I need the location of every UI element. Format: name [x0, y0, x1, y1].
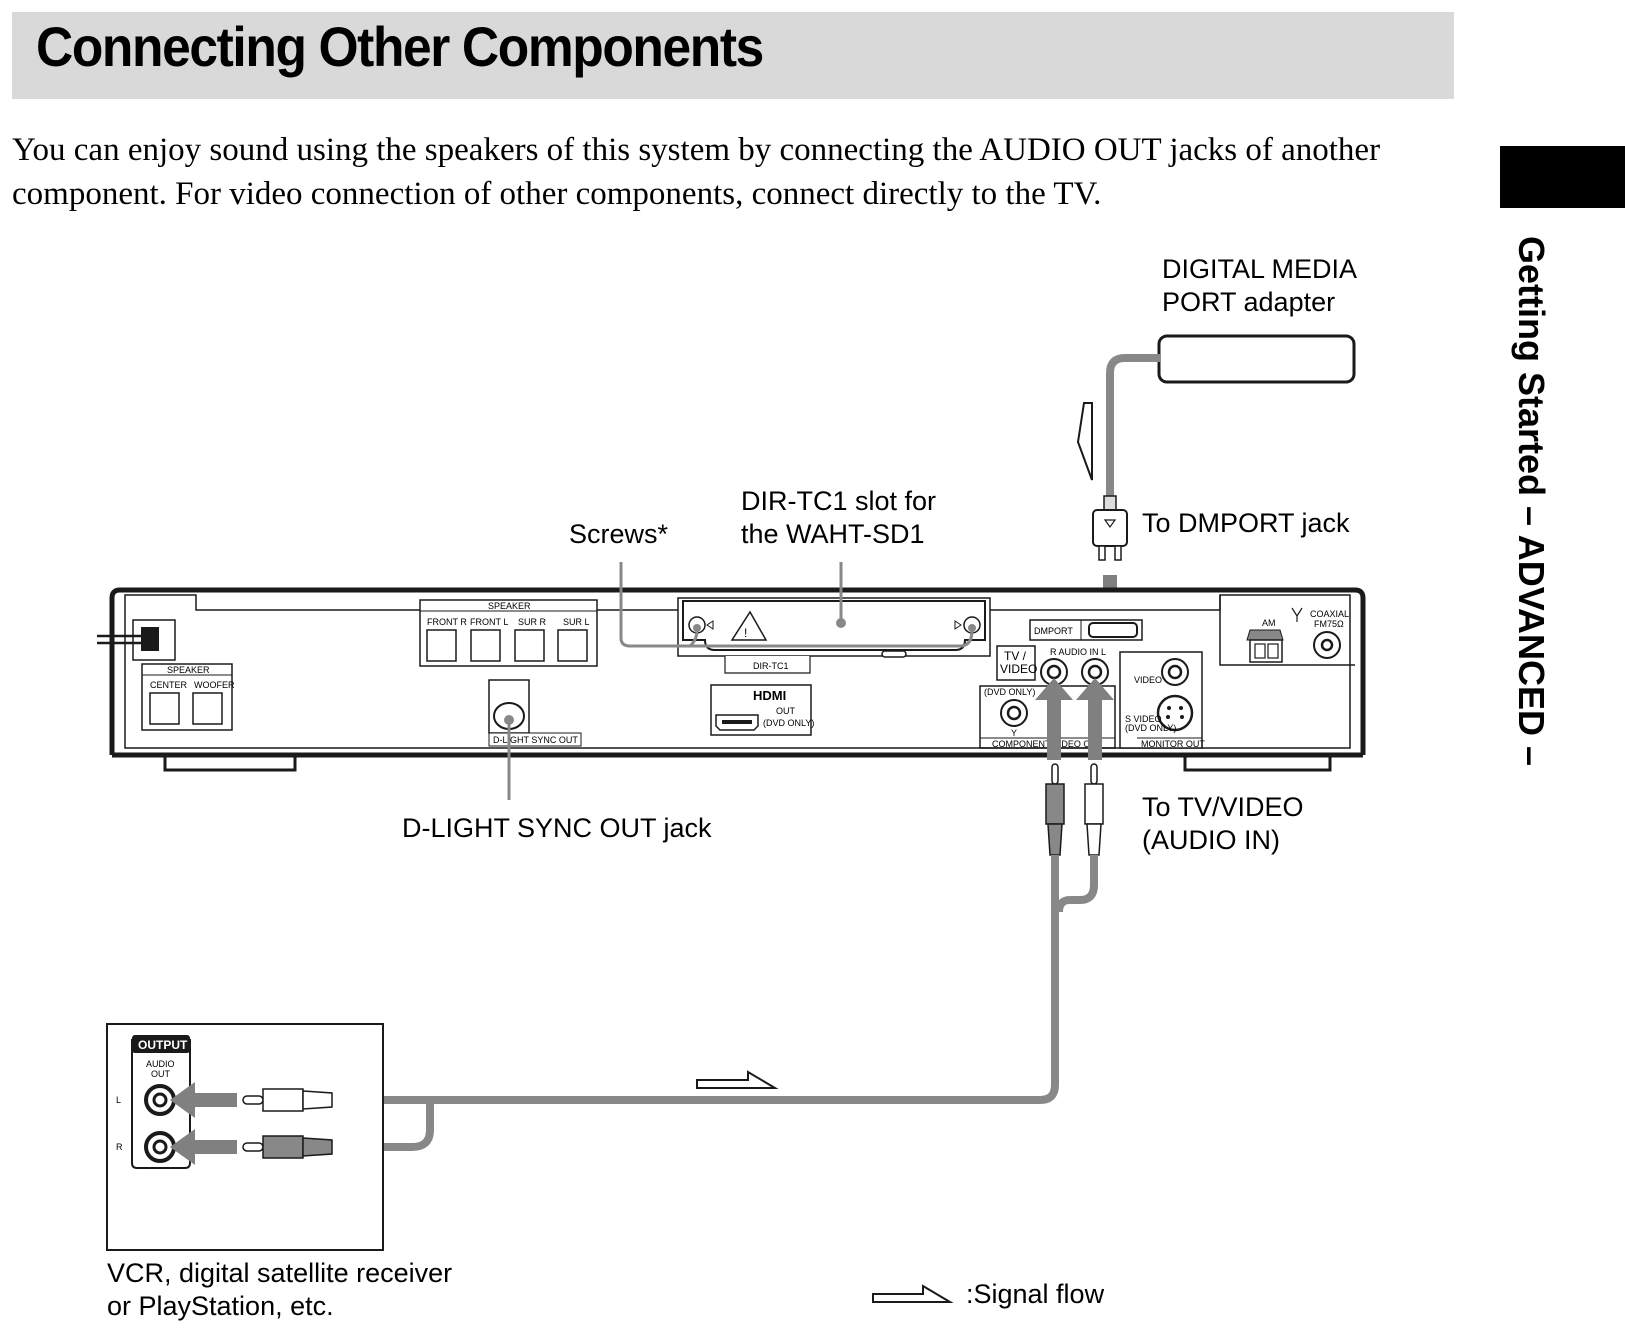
signal-flow-arrow-right	[696, 1070, 779, 1089]
dmport-adapter-box	[1157, 334, 1356, 384]
title-band	[12, 12, 1454, 99]
callout-dmport-adapter-2: PORT adapter	[1162, 287, 1335, 317]
antenna-icon	[1291, 607, 1303, 622]
rca-plug-red	[1045, 763, 1065, 856]
label-dvd-only: (DVD ONLY)	[984, 687, 1035, 697]
callout-to-tv-video-2: (AUDIO IN)	[1142, 825, 1280, 855]
audio-cable-red	[332, 855, 1059, 1104]
label-hdmi-out: OUT	[776, 706, 796, 716]
insert-arrow-audio-out-l	[170, 1082, 237, 1118]
speaker-jack-front-l	[470, 629, 501, 662]
label-sur-r: SUR R	[518, 617, 547, 627]
rca-plug-white	[1084, 763, 1104, 856]
label-dir-tc1: DIR-TC1	[753, 661, 789, 671]
label-r: R	[116, 1142, 123, 1152]
label-woofer: WOOFER	[194, 680, 235, 690]
callout-dlight-sync-out: D-LIGHT SYNC OUT jack	[402, 813, 712, 843]
warning-icon	[730, 610, 768, 641]
audio-cable-branch	[332, 1100, 434, 1151]
power-cord	[97, 619, 176, 661]
monitor-out: VIDEO S VIDEO (DVD ONLY) MONITOR OUT	[1119, 651, 1205, 749]
speaker-front-surround-group: SPEAKER FRONT R FRONT L SUR R SUR L	[419, 599, 598, 667]
label-video: VIDEO	[1134, 675, 1162, 685]
label-tv-video-1: TV /	[1004, 649, 1027, 663]
callout-dmport-adapter-1: DIGITAL MEDIA	[1162, 254, 1357, 284]
legend-signal-flow: :Signal flow	[966, 1279, 1105, 1309]
label-tv-video-2: VIDEO	[1000, 662, 1037, 676]
antenna-terminals: AM COAXIAL FM75Ω	[1219, 595, 1355, 666]
label-hdmi: HDMI	[753, 688, 786, 703]
dmport-jack: DMPORT	[1029, 619, 1143, 641]
dmport-cable	[1106, 354, 1160, 496]
label-coaxial: COAXIAL	[1310, 609, 1349, 619]
label-s-video: S VIDEO	[1125, 714, 1162, 724]
page-title: Connecting Other Components	[36, 15, 764, 78]
dmport-connector	[1092, 495, 1128, 561]
label-front-l: FRONT L	[470, 617, 508, 627]
audio-out-r-jack	[144, 1131, 176, 1163]
speaker-jack-sur-r	[514, 629, 545, 662]
callout-dir-slot-2: the WAHT-SD1	[741, 519, 925, 549]
svg-text:!: !	[744, 626, 747, 640]
insert-arrow-audio-out-r	[170, 1129, 237, 1165]
label-front-r: FRONT R	[427, 617, 467, 627]
callout-to-tv-video-1: To TV/VIDEO	[1142, 792, 1304, 822]
insert-arrow-audio-in-r	[1035, 678, 1073, 760]
rca-plug-device-white	[242, 1088, 333, 1112]
callout-external-device-1: VCR, digital satellite receiver	[107, 1258, 452, 1288]
section-tab-marker	[1500, 146, 1625, 208]
label-speaker-top: SPEAKER	[488, 601, 531, 611]
signal-flow-arrow-down	[1076, 402, 1093, 481]
label-hdmi-dvd-only: (DVD ONLY)	[763, 718, 814, 728]
speaker-jack-center	[149, 692, 180, 725]
rca-plug-device-red	[242, 1135, 333, 1159]
speaker-center-woofer-group: SPEAKER CENTER WOOFER	[141, 663, 235, 731]
audio-out-l-jack	[144, 1084, 176, 1116]
audio-cable-white	[1055, 855, 1098, 913]
label-sur-l: SUR L	[563, 617, 590, 627]
callout-external-device-2: or PlayStation, etc.	[107, 1291, 334, 1321]
device-audio-output-panel: OUTPUT AUDIO OUT L R	[116, 1035, 191, 1169]
label-audio-out-2: OUT	[151, 1069, 171, 1079]
label-output: OUTPUT	[138, 1038, 188, 1052]
speaker-jack-front-r	[426, 629, 457, 662]
speaker-jack-woofer	[192, 692, 223, 725]
callout-to-dmport: To DMPORT jack	[1142, 508, 1350, 538]
label-monitor-out: MONITOR OUT	[1141, 739, 1205, 749]
intro-paragraph: You can enjoy sound using the speakers o…	[12, 132, 1381, 212]
label-fm75: FM75Ω	[1314, 619, 1344, 629]
hdmi-out-port: HDMI OUT (DVD ONLY)	[710, 684, 814, 736]
callout-screws: Screws*	[569, 519, 669, 549]
label-audio-in: R AUDIO IN L	[1050, 647, 1106, 657]
callout-dir-slot-1: DIR-TC1 slot for	[741, 486, 936, 516]
label-s-video-dvd-only: (DVD ONLY)	[1125, 723, 1176, 733]
signal-flow-legend-icon	[872, 1284, 954, 1303]
label-l: L	[116, 1095, 121, 1105]
label-dmport: DMPORT	[1034, 626, 1073, 636]
section-side-label: Getting Started – ADVANCED –	[1511, 236, 1552, 767]
leader-screws	[619, 562, 974, 648]
label-y: Y	[1011, 728, 1017, 738]
label-am: AM	[1262, 618, 1276, 628]
tv-video-audio-in: TV / VIDEO R AUDIO IN L	[996, 645, 1109, 686]
label-center: CENTER	[150, 680, 188, 690]
label-audio-out-1: AUDIO	[146, 1059, 175, 1069]
label-dlight-sync-out: D-LIGHT SYNC OUT	[493, 735, 578, 745]
speaker-jack-sur-l	[557, 629, 588, 662]
label-speaker-left: SPEAKER	[167, 665, 210, 675]
insert-arrow-audio-in-l	[1076, 678, 1114, 760]
